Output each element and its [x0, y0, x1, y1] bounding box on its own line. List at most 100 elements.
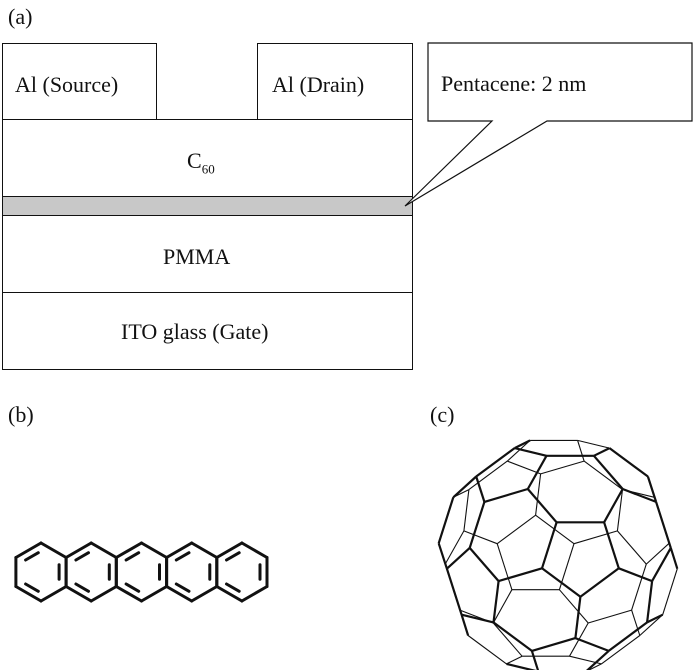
c60-bond	[639, 614, 664, 636]
c60-bond	[574, 596, 582, 639]
c60-bond	[496, 543, 513, 590]
c60-bond	[468, 547, 500, 582]
drain-label: Al (Drain)	[272, 72, 365, 97]
c60-bond	[573, 530, 618, 545]
panel-label-b: (b)	[8, 402, 34, 427]
bond	[140, 541, 169, 559]
c60-subscript: 60	[201, 161, 215, 177]
c60-main: C	[187, 148, 202, 173]
double-bond	[74, 582, 90, 593]
c60-bond	[618, 567, 653, 583]
c60-bond	[540, 521, 558, 569]
c60-bond	[484, 487, 529, 503]
c60-bond	[616, 530, 647, 565]
bond	[114, 541, 143, 559]
c60-bond	[535, 473, 542, 516]
double-bond	[124, 551, 141, 562]
double-bond	[24, 551, 40, 562]
bond	[240, 541, 269, 559]
c60-bond	[651, 547, 672, 582]
bond	[14, 541, 43, 559]
c60-bond	[526, 455, 548, 490]
gate-label: ITO glass (Gate)	[121, 319, 269, 344]
source-label: Al (Source)	[15, 72, 119, 97]
c60-bond	[646, 613, 664, 624]
bond	[140, 585, 169, 603]
c60-bond	[506, 655, 523, 665]
c60-bond	[575, 637, 610, 652]
pentacene-callout-label: Pentacene: 2 nm	[441, 71, 587, 96]
c60-bond	[558, 589, 589, 624]
c60-bond	[531, 637, 576, 652]
c60-bond	[577, 439, 610, 449]
c60-bond	[446, 547, 471, 570]
c60-bond	[460, 614, 470, 636]
c60-bond	[463, 489, 470, 531]
c60-bond	[622, 489, 655, 498]
c60-bond	[438, 543, 446, 565]
bond	[190, 541, 219, 559]
c60-bond	[507, 460, 541, 475]
bond	[240, 585, 269, 603]
c60-bond	[492, 622, 523, 657]
c60-bond	[608, 621, 648, 652]
c60-bond	[608, 447, 649, 478]
c60-bond	[587, 663, 602, 670]
pmma-label: PMMA	[163, 244, 231, 269]
c60-bond	[475, 447, 516, 478]
c60-bond	[498, 567, 543, 583]
bond	[215, 585, 244, 603]
c60-bond	[514, 439, 531, 450]
c60-layer: C60	[2, 119, 413, 197]
c60-bond	[526, 488, 558, 524]
c60-bond	[669, 547, 679, 570]
c60-bond	[437, 496, 455, 544]
bond	[165, 541, 194, 559]
c60-bond	[467, 635, 507, 665]
c60-bond	[645, 542, 670, 565]
c60-bond	[601, 635, 641, 665]
double-bond	[124, 582, 141, 593]
c60-bond	[506, 439, 531, 462]
c60-bond	[492, 580, 500, 623]
bond	[39, 541, 68, 559]
c60-bond	[603, 521, 620, 569]
c60-bond	[647, 476, 655, 498]
bond	[14, 585, 43, 603]
c60-bond	[631, 563, 647, 611]
c60-bond	[444, 530, 465, 565]
pmma-layer: PMMA	[2, 215, 413, 293]
c60-bond	[514, 447, 547, 457]
c60-bond	[616, 489, 624, 531]
double-bond	[225, 582, 241, 593]
double-bond	[225, 551, 241, 562]
c60-bond	[444, 563, 461, 611]
c60-bond	[577, 440, 585, 462]
double-bond	[24, 582, 40, 593]
bond	[114, 585, 143, 603]
c60-bond	[468, 501, 486, 549]
double-bond	[74, 551, 90, 562]
c60-bond	[558, 543, 575, 590]
c60-bond	[593, 447, 610, 457]
c60-bond	[662, 568, 678, 615]
c60-bond	[646, 580, 654, 623]
bond	[215, 541, 244, 559]
bond	[165, 585, 194, 603]
c60-bond	[492, 621, 533, 652]
bond	[39, 585, 68, 603]
c60-bond	[603, 488, 624, 523]
bond	[89, 541, 118, 559]
c60-bond	[468, 460, 508, 491]
c60-bond	[593, 455, 624, 490]
panel-label-a: (a)	[8, 4, 33, 29]
c60-label: C60	[187, 148, 215, 177]
c60-bond	[463, 530, 498, 545]
c60-bond	[530, 650, 540, 670]
c60-bond	[475, 476, 486, 503]
c60-bond	[452, 475, 477, 499]
